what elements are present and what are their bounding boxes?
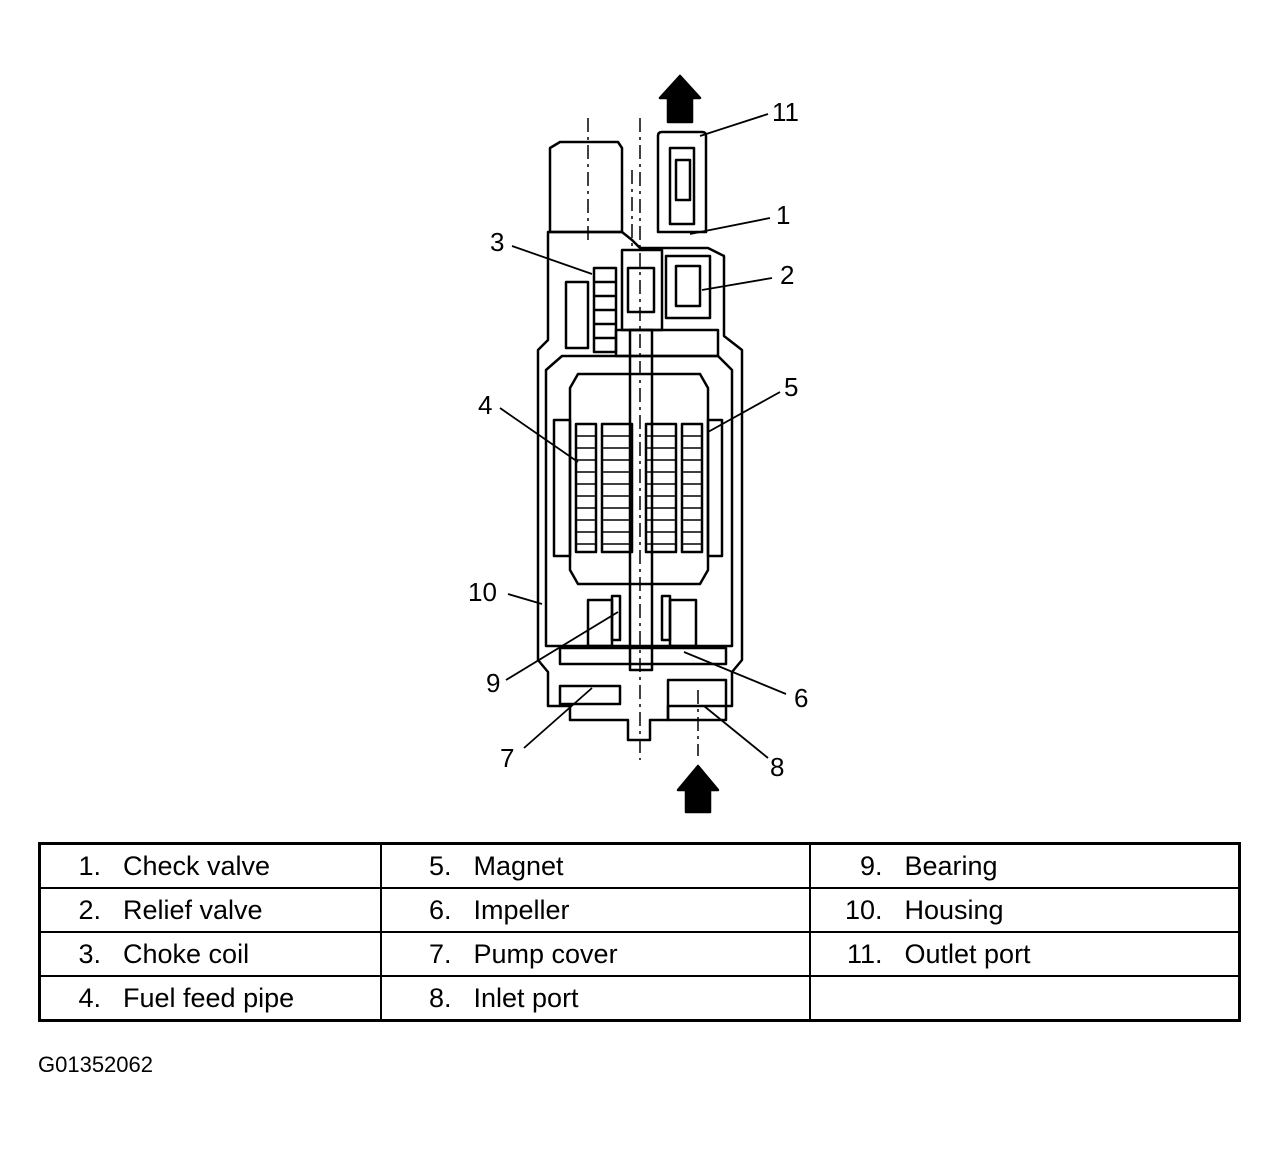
- leader-7: [523, 687, 593, 749]
- outlet-port: [656, 130, 708, 234]
- legend-cell: 3.Choke coil: [38, 931, 382, 977]
- callout-8: 8: [770, 752, 784, 782]
- impeller: [558, 646, 728, 666]
- callout-4: 4: [478, 390, 492, 420]
- figure-code: G01352062: [38, 1052, 153, 1077]
- inlet-port: [666, 678, 728, 722]
- table-row: 3.Choke coil 7.Pump cover 11.Outlet port: [38, 931, 1241, 977]
- parts-legend-table: 1.Check valve 5.Magnet 9.Bearing 2.Relie…: [38, 842, 1241, 1022]
- legend-cell: 11.Outlet port: [808, 931, 1241, 977]
- callout-1: 1: [776, 200, 790, 230]
- table-row: 4.Fuel feed pipe 8.Inlet port: [38, 975, 1241, 1022]
- legend-cell: 6.Impeller: [379, 887, 811, 933]
- legend-cell: 7.Pump cover: [379, 931, 811, 977]
- callout-9: 9: [486, 668, 500, 698]
- outlet-flow-arrow: [658, 74, 702, 124]
- legend-cell-empty: [808, 975, 1241, 1022]
- magnet-left: [552, 418, 572, 558]
- callout-6: 6: [794, 683, 808, 713]
- legend-cell: 4.Fuel feed pipe: [38, 975, 382, 1022]
- electrical-terminal: [548, 140, 624, 234]
- legend-cell: 1.Check valve: [38, 842, 382, 889]
- legend-cell: 5.Magnet: [379, 842, 811, 889]
- legend-cell: 10.Housing: [808, 887, 1241, 933]
- bearing: [610, 594, 672, 642]
- leader-6: [683, 651, 787, 695]
- callout-2: 2: [780, 260, 794, 290]
- shaft: [628, 328, 654, 672]
- callout-7: 7: [500, 743, 514, 773]
- leader-10: [507, 593, 543, 605]
- leader-8: [703, 705, 769, 759]
- leader-11: [699, 113, 769, 137]
- callout-5: 5: [784, 372, 798, 402]
- fuel-pump-cross-section: 11 1 2 3 4 5 10 9 6 7 8: [468, 74, 808, 814]
- leader-5: [707, 391, 781, 433]
- leader-1: [689, 217, 771, 235]
- leader-9: [505, 611, 619, 681]
- leader-2: [701, 277, 773, 291]
- callout-3: 3: [490, 227, 504, 257]
- magnet-right: [706, 418, 724, 558]
- table-row: 2.Relief valve 6.Impeller 10.Housing: [38, 887, 1241, 933]
- legend-cell: 2.Relief valve: [38, 887, 382, 933]
- relief-valve: [664, 254, 712, 320]
- callout-11: 11: [772, 97, 799, 127]
- leader-4: [499, 407, 579, 463]
- leader-3: [511, 245, 593, 275]
- callout-10: 10: [468, 577, 497, 607]
- legend-cell: 8.Inlet port: [379, 975, 811, 1022]
- legend-cell: 9.Bearing: [808, 842, 1241, 889]
- inlet-flow-arrow: [676, 764, 720, 814]
- table-row: 1.Check valve 5.Magnet 9.Bearing: [38, 842, 1241, 889]
